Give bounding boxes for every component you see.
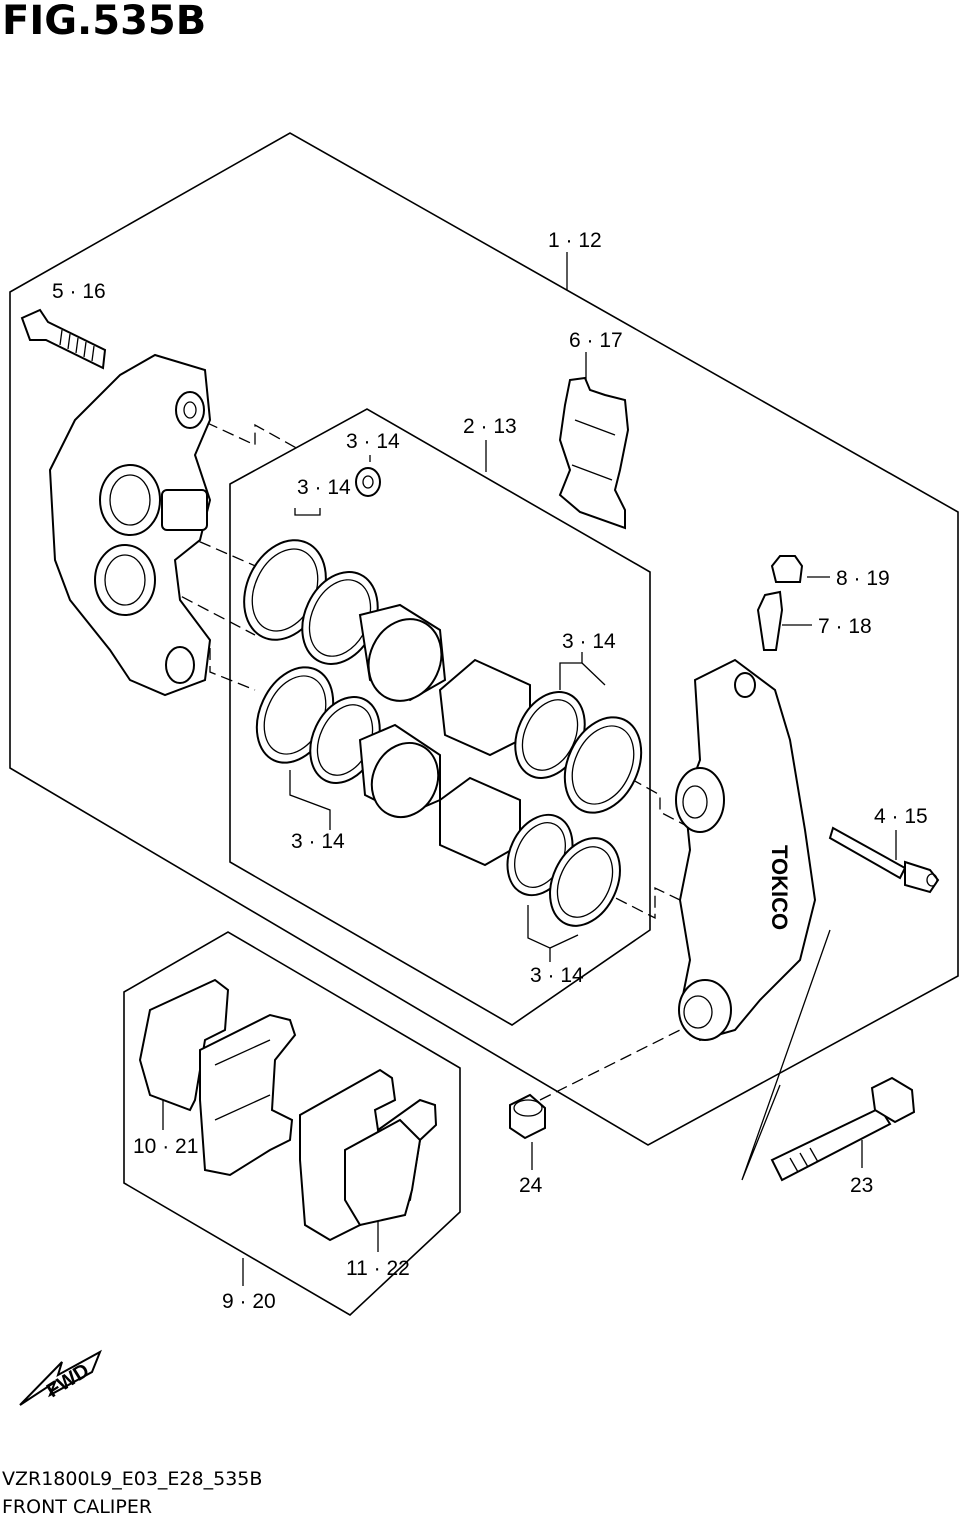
callout-label: 11 · 22 [346,1257,410,1280]
callout-label: 3 · 14 [297,476,351,499]
bleeder-cap [770,555,804,583]
callout-label: 24 [519,1174,543,1197]
callout-label: 3 · 14 [530,964,584,987]
left-caliper-body [48,353,212,697]
caliper-brand-mark: TOKICO [767,845,792,930]
callout-label: 7 · 18 [818,615,872,638]
figure-title: FIG.535B [2,0,207,44]
callout-label: 2 · 13 [463,415,517,438]
callout-label: 6 · 17 [569,329,623,352]
brake-pad-outer [299,1068,438,1242]
pad-spring [558,376,630,530]
callout-label: 10 · 21 [133,1135,198,1158]
model-code: VZR1800L9_E03_E28_535B [2,1468,263,1490]
callout-label: 23 [850,1174,873,1197]
callout-label: 3 · 14 [291,830,345,853]
caliper-bracket-bolt [770,1076,916,1182]
pistons-and-seals [243,539,643,927]
leader-lines [162,252,897,1286]
forward-direction-arrow: FWD [19,1349,102,1406]
callout-label: 3 · 14 [562,630,616,653]
callout-label: 1 · 12 [548,229,602,252]
brake-pad-inner [138,978,297,1177]
callout-label: 3 · 14 [346,430,400,453]
caliper-mounting-bolt [20,308,107,370]
callout-labels: 1 · 12 5 · 16 6 · 17 2 · 13 3 · 14 3 · 1… [52,229,928,1313]
callout-label: 9 · 20 [222,1290,276,1313]
bleeder-valve [756,590,784,651]
callout-label: 5 · 16 [52,280,106,303]
callout-label: 4 · 15 [874,805,928,828]
spacer-collar [509,1093,546,1140]
right-caliper-body: TOKICO [675,658,817,1042]
callout-label: 8 · 19 [836,567,890,590]
seal-ring-small [355,467,381,497]
pad-set-outline [123,931,461,1316]
figure-caption: FRONT CALIPER [2,1496,153,1518]
pad-pin [828,826,940,894]
piston-kit-outline [229,408,651,1026]
caliper-assembly-outline [9,132,959,1146]
